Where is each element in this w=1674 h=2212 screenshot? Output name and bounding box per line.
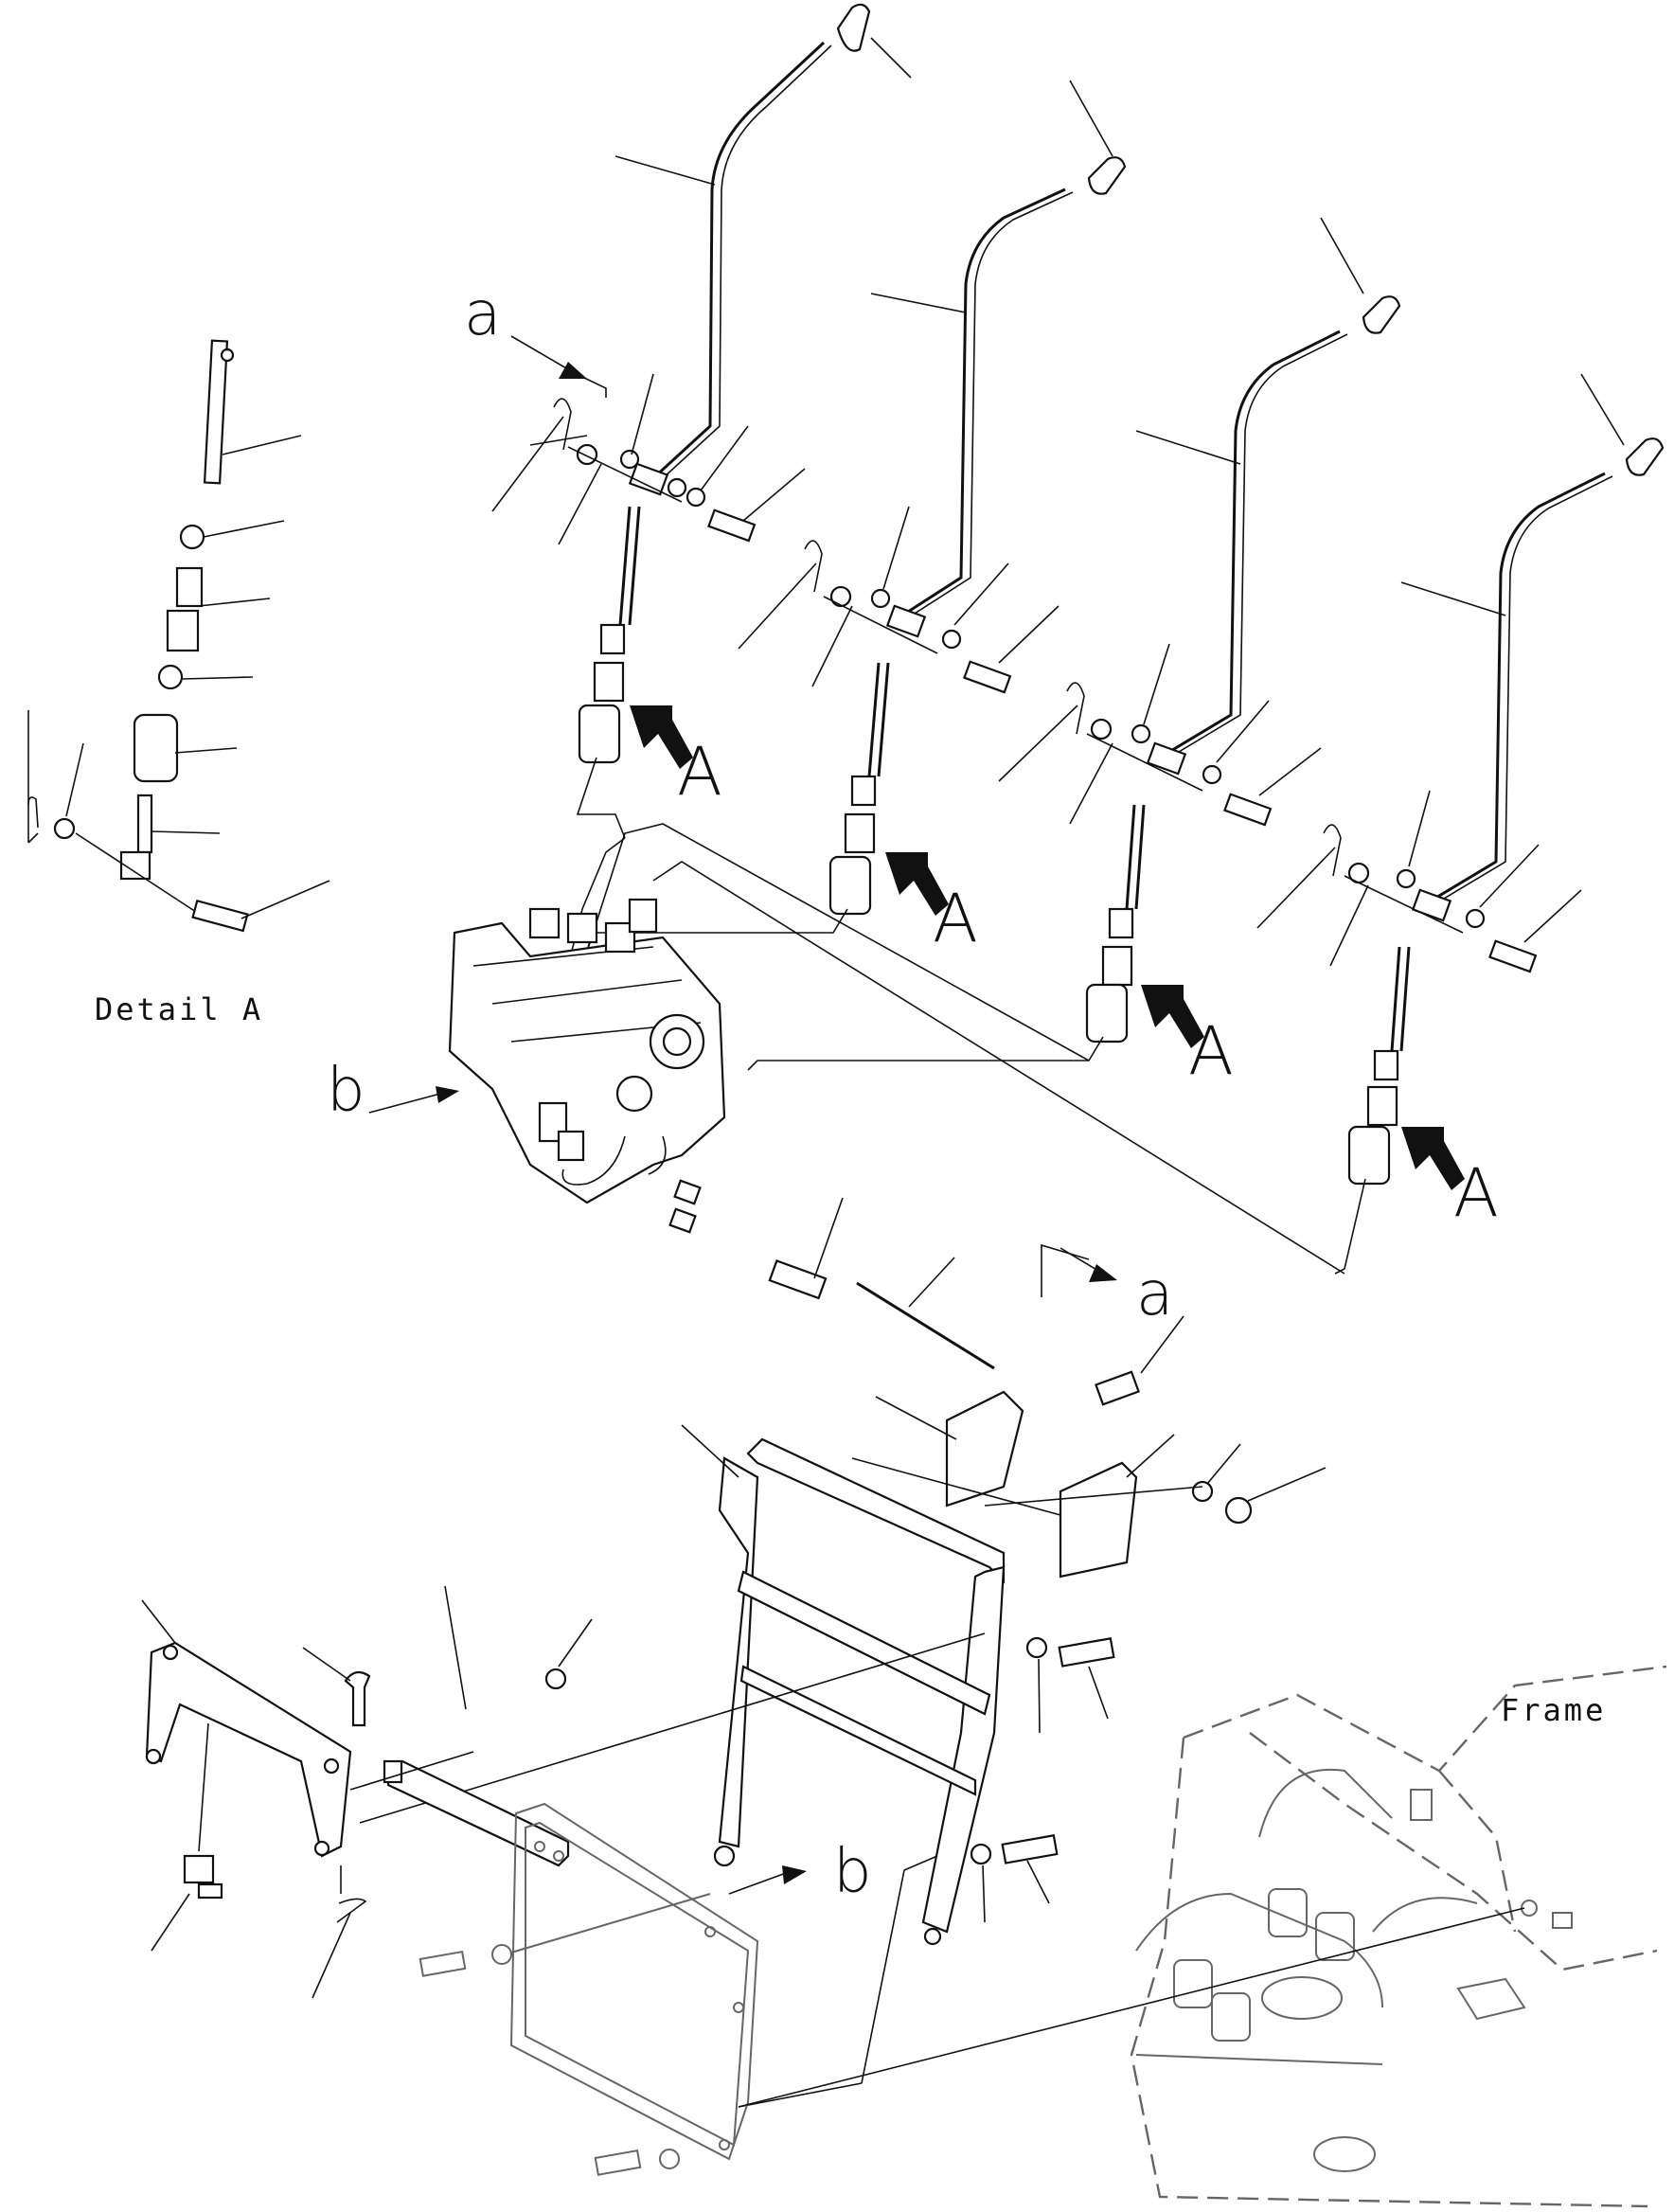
washer-icon xyxy=(544,1668,567,1690)
frame-label: Frame xyxy=(1501,1692,1607,1728)
mount-plate xyxy=(418,1802,759,2176)
ref-arrows xyxy=(368,335,1117,1895)
lever-knob-icon xyxy=(1625,437,1665,476)
bolt-icon xyxy=(707,508,757,543)
ref-label-b-left: b xyxy=(327,1056,365,1126)
washer-icon xyxy=(576,443,598,466)
lever-knob-icon xyxy=(836,3,871,52)
lever-bracket xyxy=(359,1197,1327,2108)
lever-assembly-3 xyxy=(747,217,1401,1071)
arrow-view-icon xyxy=(885,852,949,916)
arrow-view-icon xyxy=(1401,1127,1465,1190)
bolt-icon xyxy=(191,899,249,933)
view-arrows xyxy=(630,705,1465,1190)
arrow-view-icon xyxy=(630,705,693,769)
lever-assembly-2 xyxy=(586,80,1127,953)
ref-label-b-bottom: b xyxy=(833,1837,872,1907)
ref-label-a-top: a xyxy=(464,279,502,349)
frame-outline xyxy=(738,1665,1667,2208)
bolt-icon xyxy=(768,1259,828,1300)
lever-knob-icon xyxy=(1362,295,1401,334)
cotter-pin-icon xyxy=(553,398,572,451)
side-bracket xyxy=(141,1585,593,1999)
rubber-boot xyxy=(133,713,179,783)
detail-a xyxy=(27,339,330,933)
view-label-a-3: A xyxy=(1188,1012,1234,1090)
control-valve-icon xyxy=(448,898,726,1234)
lever-assembly-4 xyxy=(1256,373,1665,1275)
ref-label-a-mid: a xyxy=(1136,1259,1174,1329)
clevis-block xyxy=(628,462,669,496)
arrow-view-icon xyxy=(1141,985,1204,1048)
lever-assembly-1 xyxy=(491,3,912,839)
lever-knob-icon xyxy=(1087,156,1127,195)
rubber-boot xyxy=(578,704,621,764)
nut-icon xyxy=(179,524,205,550)
washer-icon xyxy=(1191,1480,1214,1503)
detail-a-label: Detail A xyxy=(95,991,264,1027)
view-label-a-4: A xyxy=(1453,1154,1499,1232)
view-label-a-2: A xyxy=(933,880,978,957)
nut-icon xyxy=(1224,1496,1253,1525)
view-label-a-1: A xyxy=(677,733,722,811)
